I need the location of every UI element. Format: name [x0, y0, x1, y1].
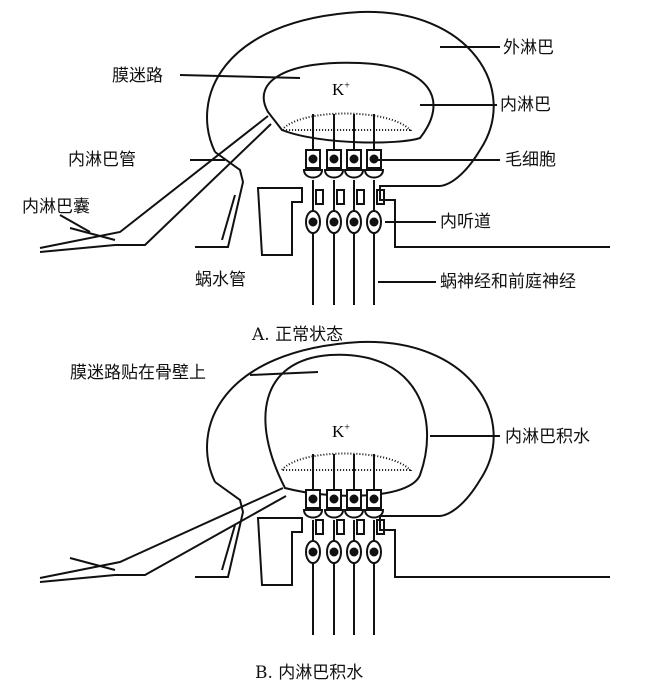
stippled-membrane	[279, 452, 413, 471]
hair-cell-base	[343, 509, 365, 519]
ganglion-nucleus	[308, 217, 318, 227]
label-hair-cells: 毛细胞	[505, 150, 556, 170]
cochlear-aqueduct	[221, 194, 236, 241]
endolymphatic-sac	[69, 557, 116, 571]
label-internal-auditory-canal: 内听道	[440, 212, 491, 232]
ganglion-nucleus	[369, 217, 379, 227]
supporting-cell	[356, 519, 365, 535]
hair-cell-nucleus	[329, 154, 339, 164]
hair-cell-base	[363, 169, 385, 179]
ion-symbol: K	[332, 422, 345, 441]
hair-cell-nucleus	[349, 154, 359, 164]
bone-right	[379, 515, 610, 578]
label-cochlear-aqueduct: 蜗水管	[195, 270, 246, 290]
ion-charge: +	[344, 422, 350, 434]
hair-cell-nucleus	[308, 494, 318, 504]
hair-cell-base	[323, 509, 345, 519]
leader-line	[59, 214, 91, 233]
label-perilymph: 外淋巴	[503, 38, 554, 58]
hair-cell-nucleus	[329, 494, 339, 504]
bone-left	[256, 517, 303, 586]
hair-cell-base	[302, 509, 324, 519]
ganglion-nucleus	[308, 547, 318, 557]
supporting-cell	[315, 519, 324, 535]
endolymphatic-duct-lower	[39, 495, 287, 583]
label-endolymphatic-duct: 内淋巴管	[68, 150, 136, 170]
ion-label-a: K+	[332, 80, 350, 100]
ganglion-nucleus	[349, 217, 359, 227]
hair-cell-nucleus	[349, 494, 359, 504]
supporting-cell	[315, 189, 324, 205]
label-endolymphatic-sac: 内淋巴囊	[22, 197, 90, 217]
hair-cell-nucleus	[369, 494, 379, 504]
hair-cell-base	[323, 169, 345, 179]
perilymph-outline	[206, 10, 495, 187]
stippled-membrane	[279, 112, 413, 131]
supporting-cell	[356, 189, 365, 205]
endolymphatic-duct-lower	[39, 123, 272, 253]
caption-a: A. 正常状态	[252, 325, 344, 345]
endolymphatic-duct-upper	[39, 487, 284, 579]
ganglion-nucleus	[329, 217, 339, 227]
hair-cell-nucleus	[369, 154, 379, 164]
ion-charge: +	[344, 80, 350, 92]
label-membranous-labyrinth: 膜迷路	[112, 66, 163, 86]
leader-line	[249, 371, 319, 376]
supporting-cell	[336, 189, 345, 205]
label-hydrops: 内淋巴积水	[505, 427, 590, 447]
hair-cell-base	[302, 169, 324, 179]
ganglion-nucleus	[349, 547, 359, 557]
ganglion-nucleus	[369, 547, 379, 557]
perilymph-outline	[206, 340, 495, 517]
bone-left	[256, 187, 303, 256]
bone-mid	[195, 481, 245, 578]
ganglion-nucleus	[329, 547, 339, 557]
supporting-cell	[376, 519, 385, 535]
bone-mid	[195, 151, 245, 248]
bone-right	[379, 185, 610, 248]
caption-b: B. 内淋巴积水	[255, 663, 364, 683]
membranous-labyrinth	[262, 61, 435, 144]
label-membrane-on-bone: 膜迷路贴在骨壁上	[70, 363, 206, 383]
supporting-cell	[376, 189, 385, 205]
endolymphatic-sac	[69, 227, 116, 241]
endolymphatic-duct-upper	[39, 115, 269, 249]
hair-cell-base	[343, 169, 365, 179]
ion-label-b: K+	[332, 422, 350, 442]
hair-cell-nucleus	[308, 154, 318, 164]
hair-cell-base	[363, 509, 385, 519]
ion-symbol: K	[332, 80, 345, 99]
label-endolymph: 内淋巴	[500, 95, 551, 115]
cochlear-aqueduct	[221, 524, 236, 571]
supporting-cell	[336, 519, 345, 535]
leader-line	[179, 74, 301, 79]
label-nerves: 蜗神经和前庭神经	[440, 272, 576, 292]
